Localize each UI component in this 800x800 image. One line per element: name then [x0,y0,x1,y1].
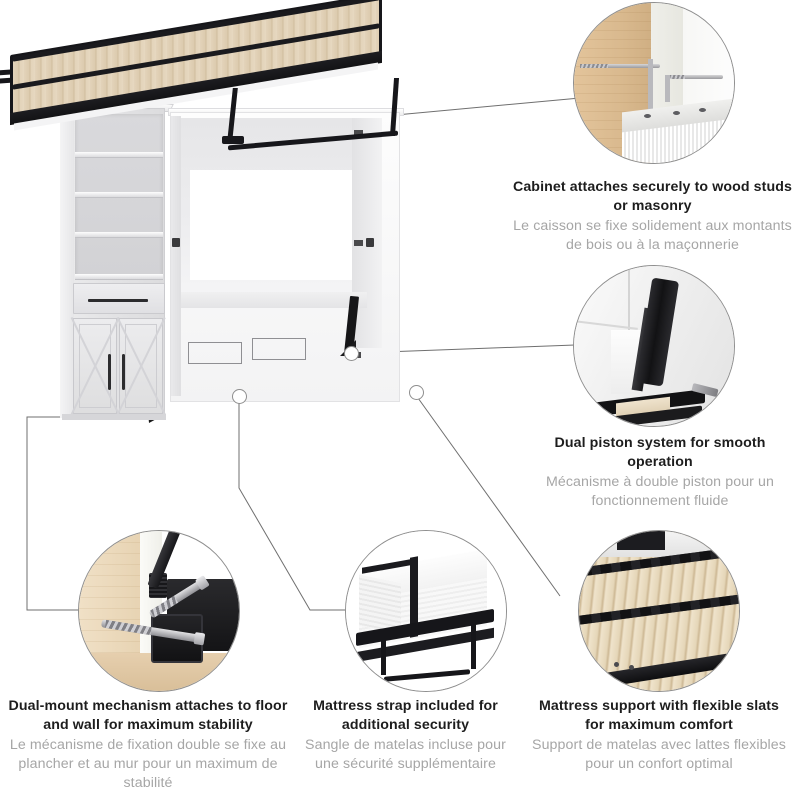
caption-en: Mattress strap included for additional s… [313,698,498,733]
wall-bracket-left [172,238,180,247]
drawer-handle [88,299,148,302]
door-handle-left [108,354,111,390]
mounting-hardware-mid [354,240,363,246]
bed-foot [222,136,244,144]
bed-platform [0,0,400,151]
screw-head [644,114,652,119]
tower-side-panel [60,108,74,418]
anchor-dot-dual-piston [344,346,359,361]
caption-dual-mount: Dual-mount mechanism attaches to floor a… [8,697,288,792]
shelf [75,152,163,158]
caption-en: Dual piston system for smooth operation [554,435,766,470]
screw-head [698,107,706,112]
mounting-screw-lower [665,75,723,79]
caption-en: Dual-mount mechanism attaches to floor a… [8,698,288,733]
anchor-dot-mattress-strap [232,389,247,404]
wall-seam [628,266,630,366]
tower-base [62,414,166,420]
caption-cabinet-attachment: Cabinet attaches securely to wood studs … [510,178,795,255]
product-illustration [0,0,560,500]
headboard-bracket-left [188,342,242,364]
detail-circle-dual-piston [573,265,735,427]
detail-circle-dual-mount [78,530,240,692]
door-handle-right [122,354,125,390]
shelf [75,192,163,198]
frame-leg-right [470,620,476,669]
caption-slat-support: Mattress support with flexible slats for… [528,697,790,774]
cabinet-opening [190,170,352,280]
caption-mattress-strap: Mattress strap included for additional s… [298,697,513,774]
headboard-bracket-right [252,338,306,360]
caption-fr: Le mécanisme de fixation double se fixe … [9,736,287,791]
screw-head [673,111,681,115]
drawer [73,283,165,314]
barn-door-right [116,317,166,415]
caption-en: Cabinet attaches securely to wood studs … [512,179,793,214]
caption-fr: Sangle de matelas incluse pour une sécur… [305,736,506,772]
wall-bracket-right [366,238,374,247]
detail-circle-slat-support [578,530,740,692]
open-shelves [75,114,163,280]
shelf [75,274,163,280]
caption-dual-piston: Dual piston system for smooth operation … [530,434,790,511]
detail-circle-mattress-strap [345,530,507,692]
anchor-dot-slat-support [409,385,424,400]
caption-fr: Le caisson se fixe solidement aux montan… [513,217,792,253]
caption-fr: Support de matelas avec lattes flexibles… [532,736,786,772]
cabinet-ledge [181,292,367,308]
shelf [75,232,163,238]
rail-bolt [614,662,620,667]
detail-circle-cabinet-attachment [573,2,735,164]
cabinet-left-wall [171,116,181,396]
caption-en: Mattress support with flexible slats for… [538,698,780,733]
screw-bracket [647,59,653,114]
frame-hardware [617,531,666,551]
door-panel [116,317,166,415]
screw-bracket-2 [665,75,671,103]
door-panel [70,317,120,415]
wood-wall [79,531,143,656]
rail-bolt [628,665,634,671]
mounting-screw-upper [580,63,661,68]
caption-fr: Mécanisme à double piston pour un foncti… [545,473,775,509]
frame-leg-left [381,630,387,675]
